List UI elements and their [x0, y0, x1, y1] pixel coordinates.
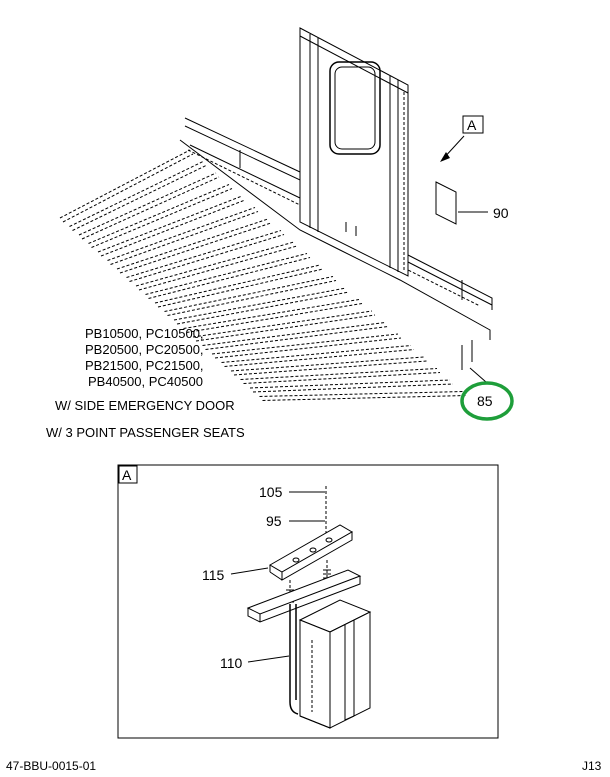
seat-rail: [183, 299, 360, 329]
callout-110: 110: [220, 655, 243, 671]
model-line-4: PB40500, PC40500: [88, 374, 203, 389]
highlight-circle: [460, 381, 514, 421]
seat-rail: [230, 356, 425, 372]
seat-rail: [69, 161, 204, 227]
model-line-3: PB21500, PC21500,: [85, 358, 204, 373]
seat-rail: [135, 241, 295, 287]
seat-rail-edge: [214, 337, 402, 359]
seat-rail-edge: [62, 153, 194, 223]
seat-rail: [78, 172, 217, 236]
note-passenger-seats: W/ 3 POINT PASSENGER SEATS: [46, 425, 245, 440]
seat-rail: [145, 253, 308, 295]
detail-view-label: A: [122, 467, 132, 483]
seat-rail: [211, 333, 399, 355]
seat-rail-edge: [252, 383, 454, 393]
seat-rail: [202, 322, 386, 346]
seat-rail: [107, 207, 256, 261]
callout-90: 90: [493, 205, 509, 221]
seat-rail: [240, 368, 438, 380]
view-ref-label: A: [467, 117, 477, 133]
seat-rail: [88, 184, 230, 244]
seat-rail-edge: [195, 314, 376, 342]
seat-rail-edge: [205, 326, 389, 350]
leader-85: [469, 367, 487, 383]
decal-part-90: [435, 181, 488, 225]
model-line-1: PB10500, PC10500,: [85, 326, 204, 341]
seat-rail: [249, 379, 451, 389]
seat-rail: [164, 276, 334, 312]
seat-rail-edge: [100, 199, 246, 257]
seat-rail-edge: [243, 372, 441, 384]
seat-rail: [221, 345, 412, 363]
seat-rail-edge: [119, 222, 272, 274]
model-line-2: PB20500, PC20500,: [85, 342, 204, 357]
seat-rail-edge: [81, 176, 220, 240]
callout-95: 95: [266, 513, 282, 529]
view-a-indicator: [440, 115, 484, 162]
seat-rail-edge: [129, 234, 285, 282]
callout-85: 85: [477, 393, 493, 409]
seat-rail-edge: [262, 395, 467, 401]
seat-rail-edge: [224, 349, 415, 367]
callout-115: 115: [202, 567, 225, 583]
seat-rail: [173, 287, 347, 321]
seat-rail: [154, 264, 321, 304]
floor-seat-rails: [59, 149, 467, 401]
seat-rail: [116, 218, 269, 270]
note-emergency-door: W/ SIDE EMERGENCY DOOR: [55, 398, 235, 413]
seat-rail-edge: [176, 291, 350, 325]
emergency-door: [299, 27, 409, 277]
seat-rail: [192, 310, 373, 338]
seat-rail: [59, 149, 191, 219]
seat-rail: [97, 195, 243, 253]
seat-rail-edge: [186, 303, 363, 333]
drawing-number: 47-BBU-0015-01: [6, 759, 96, 773]
seat-rail-edge: [157, 268, 324, 308]
seat-rail-edge: [233, 360, 428, 376]
seat-rail-edge: [148, 257, 311, 299]
detail-view-a: A 1: [117, 464, 499, 739]
seat-rail-edge: [110, 211, 259, 265]
sheet-number: J13: [582, 759, 602, 773]
seat-rail-edge: [91, 188, 233, 248]
seat-rail: [259, 391, 464, 397]
callout-105: 105: [259, 484, 283, 500]
seat-rail-edge: [167, 280, 337, 316]
seat-rail: [126, 230, 282, 278]
seat-rail-edge: [72, 165, 207, 231]
seat-rail-edge: [138, 245, 298, 291]
